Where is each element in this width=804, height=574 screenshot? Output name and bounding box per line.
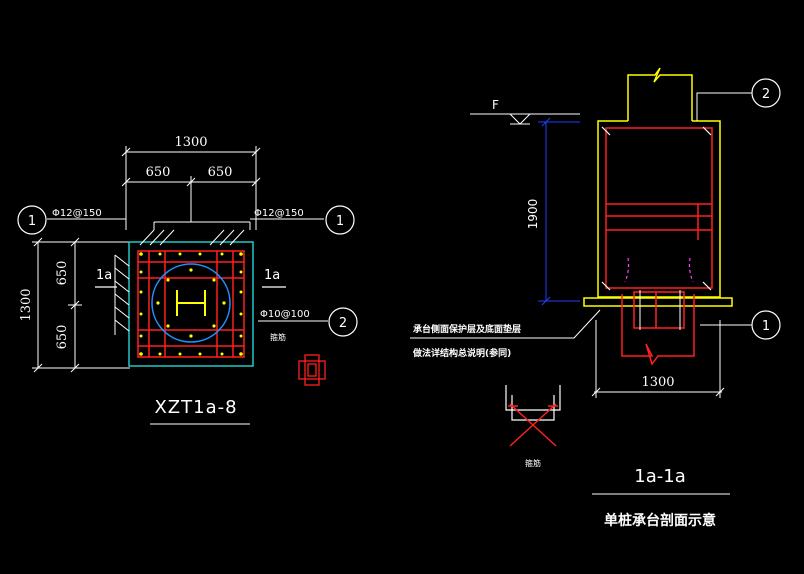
callout-1-left-circle bbox=[17, 205, 47, 235]
pile-below bbox=[621, 291, 695, 366]
plan-left-dimensions bbox=[32, 237, 130, 373]
plan-dim-half-left: 650 bbox=[146, 165, 171, 180]
plan-top-dimensions bbox=[121, 146, 261, 230]
plan-dim-half-bottom: 650 bbox=[55, 325, 70, 350]
plan-dim-total-height: 1300 bbox=[19, 288, 34, 321]
plan-hook-note: 箍筋 bbox=[270, 332, 286, 342]
note-leader bbox=[410, 309, 601, 339]
callout-1-right-circle bbox=[325, 205, 355, 235]
pile-cap-section bbox=[597, 120, 721, 298]
section-corner-marks bbox=[601, 126, 712, 291]
pile-circle bbox=[151, 263, 231, 343]
callout-2-plan-circle bbox=[328, 307, 358, 337]
steel-column-section bbox=[176, 290, 206, 316]
level-mark-label: F bbox=[492, 98, 499, 112]
section-mark-left: 1a bbox=[96, 268, 112, 283]
pile-outline bbox=[639, 290, 681, 330]
section-stirrup-note: 箍筋 bbox=[525, 458, 541, 468]
section-rebar-cage bbox=[605, 127, 713, 289]
section-width-label: 1300 bbox=[641, 375, 674, 390]
plan-dim-half-right: 650 bbox=[208, 165, 233, 180]
level-mark bbox=[470, 113, 580, 125]
plan-left-leaders bbox=[114, 254, 130, 335]
plan-rebar-grid bbox=[137, 250, 245, 358]
plan-dim-half-top: 650 bbox=[55, 261, 70, 286]
callout-1-section-text: 1 bbox=[762, 319, 770, 334]
pile-cap-outline bbox=[128, 241, 254, 367]
callout-2-plan-text: 2 bbox=[339, 316, 347, 331]
section-note-line-2: 做法详结构总说明(参同) bbox=[412, 347, 511, 359]
base-cushion bbox=[583, 297, 733, 307]
callout-2-section-leader bbox=[696, 92, 752, 121]
plan-view: 1300 650 650 1300 650 650 bbox=[17, 135, 358, 425]
section-depth-dimension bbox=[538, 117, 580, 306]
section-title: 1a-1a bbox=[634, 466, 685, 487]
section-width-dimension bbox=[591, 320, 725, 398]
stirrup-hooks bbox=[624, 257, 694, 283]
stirrup-detail-symbol bbox=[298, 354, 326, 386]
column-stub bbox=[627, 67, 693, 121]
stirrup-label: Φ10@100 bbox=[260, 309, 310, 320]
callout-2-section-circle bbox=[751, 78, 781, 108]
section-subtitle: 单桩承台剖面示意 bbox=[604, 512, 716, 529]
callout-2-section-text: 2 bbox=[762, 87, 770, 102]
rebar-right-label: Φ12@150 bbox=[254, 208, 304, 219]
plan-title: XZT1a-8 bbox=[154, 397, 237, 418]
callout-1-right-text: 1 bbox=[336, 214, 344, 229]
section-note-line-1: 承台侧面保护层及底面垫层 bbox=[413, 323, 521, 335]
plan-top-leaders bbox=[139, 182, 251, 246]
callout-1-section-circle bbox=[751, 310, 781, 340]
pile-rebar-dots bbox=[156, 268, 226, 338]
section-mark-right: 1a bbox=[264, 268, 280, 283]
plan-dim-total-width: 1300 bbox=[174, 135, 207, 150]
callout-1-left-text: 1 bbox=[28, 214, 36, 229]
stirrup-detail bbox=[505, 385, 561, 447]
plan-rebar-dots bbox=[139, 252, 243, 356]
section-view: F 1900 bbox=[410, 67, 781, 529]
rebar-left-label: Φ12@150 bbox=[52, 208, 102, 219]
section-depth-label: 1900 bbox=[526, 199, 540, 230]
